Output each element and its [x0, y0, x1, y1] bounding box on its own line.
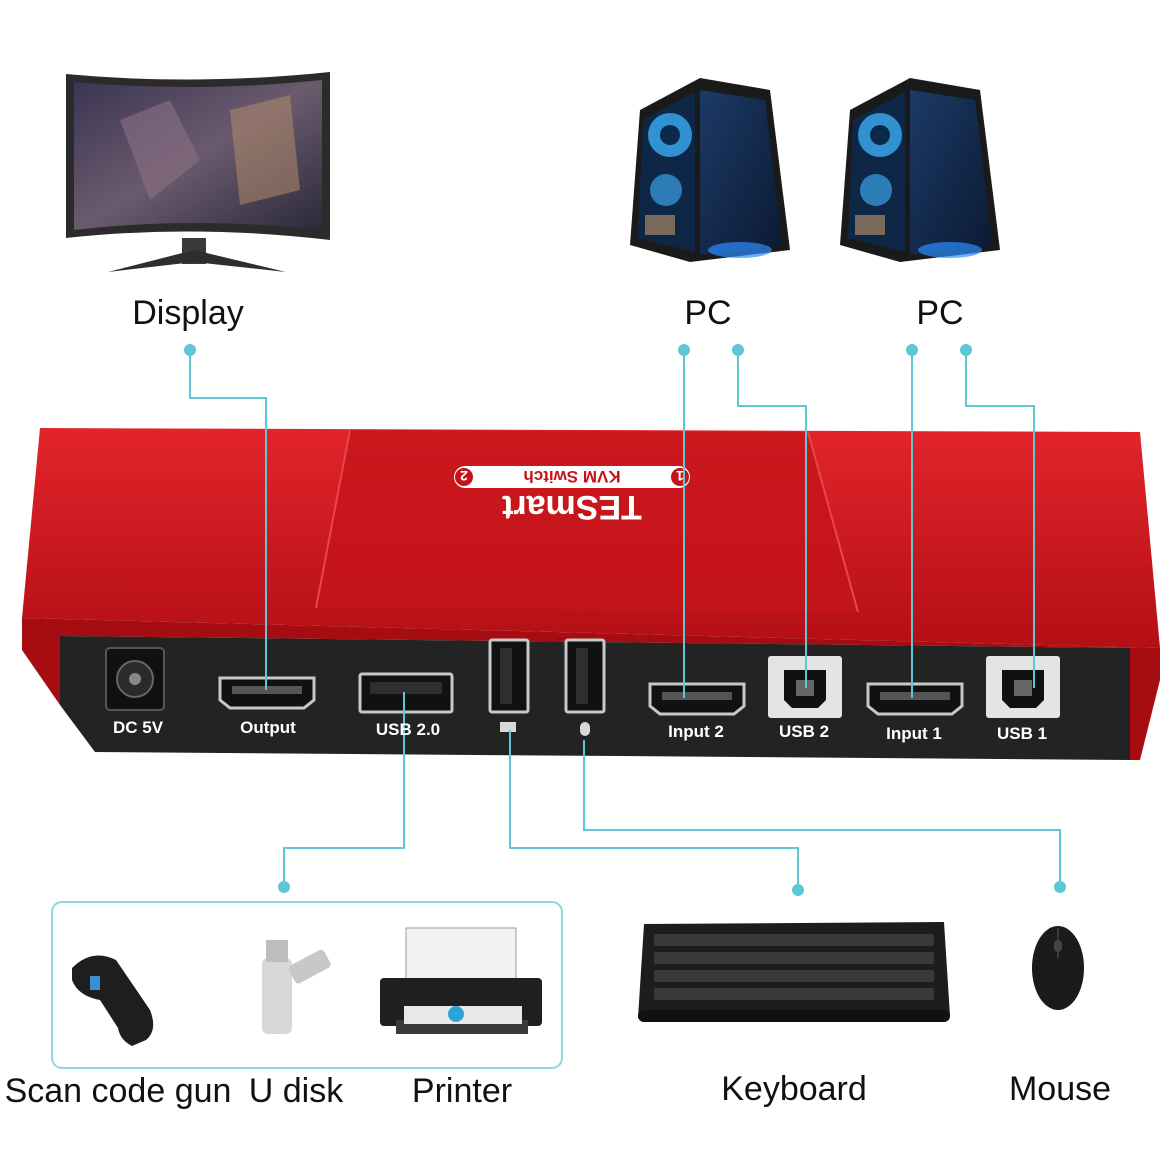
udisk-label: U disk [248, 1072, 344, 1110]
port-label-dc: DC 5V [112, 718, 164, 737]
port-label-output: Output [240, 718, 296, 737]
switch-brand-text: TESmart [502, 488, 642, 526]
dc-power-port[interactable] [105, 647, 165, 711]
line-pc-left-usb [737, 350, 807, 688]
line-display [189, 350, 267, 690]
line-mouse [583, 740, 1061, 886]
usb-stick-icon [262, 940, 331, 1034]
usb-device-group-frame [51, 901, 563, 1069]
led-2-text: 2 [460, 468, 468, 484]
pc-left-label: PC [684, 294, 732, 332]
hdmi-input1-port[interactable] [866, 682, 964, 716]
pc-tower-icon-right [840, 78, 1000, 262]
mouse-label: Mouse [1008, 1070, 1112, 1108]
connector-dots [184, 344, 1066, 896]
port-label-usb1: USB 1 [996, 724, 1048, 743]
connector-lines [189, 350, 1061, 890]
scanner-label: Scan code gun [4, 1072, 232, 1110]
usb-mouse-port[interactable] [564, 638, 606, 736]
switch-model-text: KVM Switch [523, 467, 620, 486]
hdmi-input2-port[interactable] [648, 682, 746, 716]
monitor-icon [66, 72, 330, 272]
barcode-scanner-icon [72, 955, 154, 1046]
usb-b-1-port[interactable] [986, 656, 1060, 718]
printer-icon [380, 927, 542, 1034]
keyboard-icon [638, 922, 950, 1022]
pc-tower-icon-left [630, 78, 790, 262]
line-usb-group [283, 692, 405, 886]
pc-right-label: PC [916, 294, 964, 332]
keyboard-label: Keyboard [721, 1070, 867, 1108]
line-pc-right-usb [965, 350, 1035, 688]
display-label: Display [132, 294, 244, 332]
led-1-text: 1 [676, 468, 684, 484]
printer-label: Printer [411, 1072, 513, 1110]
line-keyboard [509, 730, 799, 890]
led-2-badge [455, 468, 473, 486]
usb-keyboard-port[interactable] [488, 638, 530, 732]
port-label-usb20: USB 2.0 [375, 720, 441, 739]
mouse-icon [1032, 926, 1084, 1010]
usb20-port[interactable] [358, 672, 454, 714]
port-label-usb2: USB 2 [778, 722, 830, 741]
port-label-input1: Input 1 [886, 724, 942, 743]
port-label-input2: Input 2 [668, 722, 724, 741]
switch-logo: TESmart KVM Switch 1 2 [454, 466, 690, 526]
